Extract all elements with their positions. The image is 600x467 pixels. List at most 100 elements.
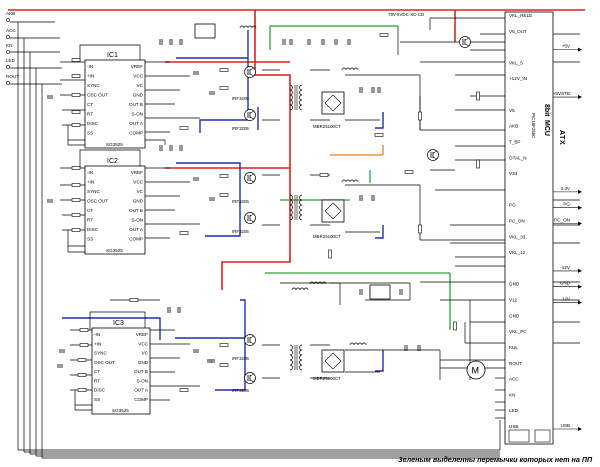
mosfet-symbol bbox=[244, 66, 256, 78]
ic-part: SG3525 bbox=[106, 248, 123, 253]
atx-pin: T_BP bbox=[509, 139, 521, 144]
mosfet-label-5: IRF3205 bbox=[232, 356, 249, 361]
ic-pin-left: RT bbox=[87, 218, 93, 223]
ic-pin-right: VCC bbox=[133, 74, 143, 79]
fan-motor: M bbox=[466, 360, 486, 380]
ic-pin-left: SYNC bbox=[87, 189, 100, 194]
ic-pin-right: COMP bbox=[129, 237, 143, 242]
ic-pin-right: OUT A bbox=[129, 121, 144, 126]
inductor-symbol bbox=[349, 342, 367, 346]
ic-pin-left: OSC OUT bbox=[94, 360, 115, 365]
mosfet-label-1: IRF3205 bbox=[232, 96, 249, 101]
capacitor-symbol bbox=[159, 39, 163, 45]
atx-net-label: GND bbox=[560, 281, 571, 286]
mosfet-symbol bbox=[244, 109, 256, 121]
mcu-name: MCU bbox=[543, 120, 550, 136]
atx-pin: +5V bbox=[553, 44, 582, 52]
ic-pin-left: DISC bbox=[94, 388, 106, 393]
ic-part: SG3525 bbox=[112, 408, 129, 413]
resistor-symbol bbox=[71, 198, 81, 202]
atx-net-label: USB bbox=[561, 423, 570, 428]
ic-pin-right: S-ON bbox=[132, 112, 143, 117]
transformer-symbol bbox=[289, 194, 303, 221]
atx-pin: KUL bbox=[509, 345, 518, 350]
inductor-symbol bbox=[239, 25, 257, 29]
input-led: LED bbox=[6, 58, 16, 69]
resistor-symbol bbox=[79, 343, 89, 347]
ic-pin-right: VC bbox=[137, 83, 144, 88]
capacitor-symbol bbox=[347, 39, 351, 45]
resistor-symbol bbox=[219, 86, 229, 90]
mosfet-label-3: IRF3205 bbox=[232, 199, 249, 204]
resistor-symbol bbox=[453, 321, 457, 331]
atx-pin: LED bbox=[509, 408, 519, 413]
ic-pin-left: -IN bbox=[87, 64, 93, 69]
atx-pin: GND bbox=[509, 313, 520, 318]
atx-pin: ROUT bbox=[509, 361, 522, 366]
atx-pin-name: +12V_IN bbox=[509, 76, 527, 81]
atx-pin-name: KN bbox=[509, 392, 515, 397]
capacitor-symbol bbox=[359, 289, 363, 295]
input-kn: KN bbox=[6, 43, 12, 54]
resistor-symbol bbox=[71, 110, 81, 114]
ic-pin-right: COMP bbox=[134, 397, 148, 402]
ic-name: IC1 bbox=[107, 52, 118, 59]
atx-pin-name: VKL_PC bbox=[509, 329, 527, 334]
resistor-symbol bbox=[77, 373, 87, 377]
atx-pin-name: VKL_5 bbox=[509, 60, 523, 65]
ic-pin-left: SS bbox=[94, 397, 100, 402]
mosfet-symbol bbox=[427, 149, 439, 161]
capacitor-symbol bbox=[359, 195, 363, 201]
mosfet-label-2: IRF3205 bbox=[232, 126, 249, 131]
resistor-symbol bbox=[476, 91, 480, 101]
resistor-symbol bbox=[219, 363, 229, 367]
capacitor-symbol bbox=[159, 145, 163, 151]
resistor-symbol bbox=[79, 328, 89, 332]
ic-pin-left: CT bbox=[87, 208, 93, 213]
diode-label-2: MBR25100CT bbox=[313, 234, 341, 239]
ic-pin-right: GND bbox=[133, 93, 144, 98]
capacitor-symbol bbox=[169, 39, 173, 45]
inductor-symbol bbox=[309, 281, 327, 285]
rail-red bbox=[8, 9, 585, 290]
ic-pin-left: -IN bbox=[94, 332, 100, 337]
ic-pin-left: CT bbox=[94, 369, 100, 374]
rail-orange bbox=[330, 145, 384, 156]
ic-part: SG3525 bbox=[106, 142, 123, 147]
atx-pin-name: ROUT bbox=[509, 361, 522, 366]
part-labels: IRF3205 IRF3205 IRF3205 IRF3205 IRF3205 … bbox=[232, 12, 424, 393]
ic-pin-right: VC bbox=[142, 351, 149, 356]
atx-pin: KN bbox=[509, 392, 515, 397]
capacitor-symbol bbox=[193, 71, 199, 75]
ic-pin-left: CT bbox=[87, 102, 93, 107]
input-label: ACC bbox=[6, 28, 16, 33]
atx-pin-name: V5_OUT bbox=[509, 29, 527, 34]
relay-label: 78V-5VDC-SC-CD bbox=[388, 12, 424, 17]
atx-pin-name: GND bbox=[509, 313, 520, 318]
atx-pin-list: VKL_RELEV5_OUT+5VVKL_5+12V_IN+5VSTBV5AKB… bbox=[509, 13, 582, 431]
resistor-symbol bbox=[319, 173, 329, 177]
atx-net-label: +5VSTB bbox=[553, 91, 570, 96]
resistor-symbol bbox=[71, 58, 81, 62]
capacitor-symbol bbox=[307, 39, 311, 45]
mosfet-symbol bbox=[244, 372, 256, 384]
mcu-bits: 8bit bbox=[543, 104, 550, 117]
ic-name: IC2 bbox=[107, 158, 118, 165]
ic-pin-right: GND bbox=[133, 199, 144, 204]
ic-pin-right: OUT B bbox=[134, 369, 148, 374]
resistor-symbol bbox=[418, 224, 422, 234]
mosfet-symbol bbox=[244, 172, 256, 184]
footer-note: Зеленым выделенны перемычки которых нет … bbox=[398, 455, 593, 464]
atx-pin: VKL_33 bbox=[509, 234, 526, 239]
atx-pin: -12V bbox=[553, 265, 582, 273]
atx-net-label: -12V bbox=[560, 265, 571, 270]
ic-pin-right: S-ON bbox=[137, 378, 148, 383]
resistor-symbol bbox=[328, 249, 332, 259]
capacitor-symbol bbox=[193, 177, 199, 181]
atx-pin: VKL_RELE bbox=[509, 13, 532, 18]
